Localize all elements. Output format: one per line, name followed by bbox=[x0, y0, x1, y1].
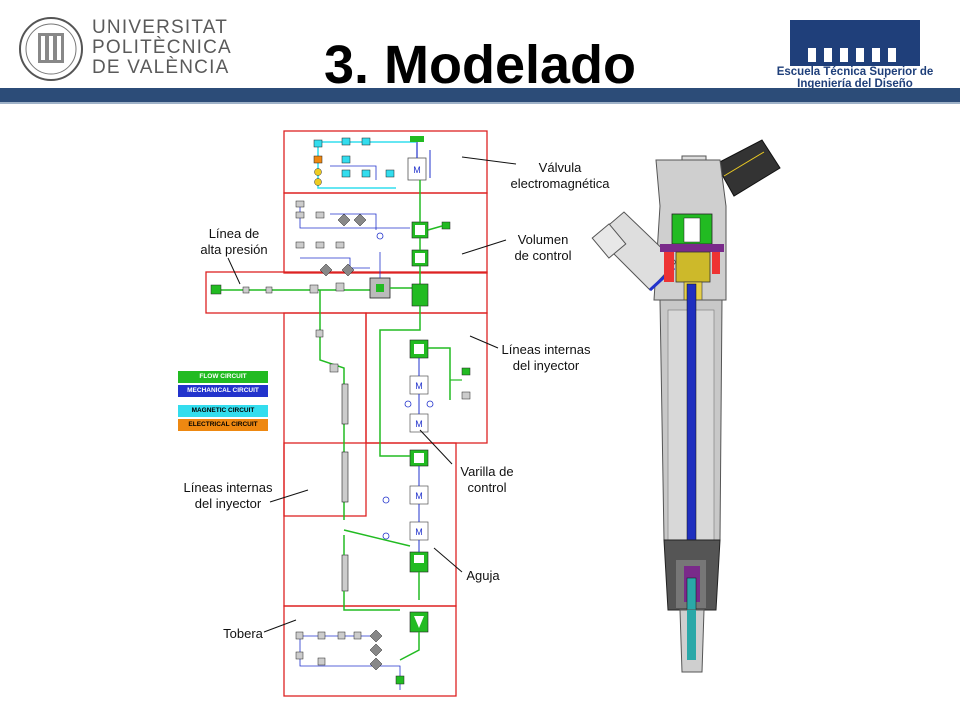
callout-tobera: Tobera bbox=[223, 626, 263, 641]
callout-volumen-line-1: Volumen bbox=[517, 232, 569, 247]
injector-cross-section bbox=[591, 139, 781, 673]
callout-varilla-line-1: Varilla de bbox=[460, 464, 514, 479]
legend-mechanical-circuit: MECHANICAL CIRCUIT bbox=[178, 385, 268, 397]
callout-lineas-internas-right-line-1: Líneas internas bbox=[501, 342, 591, 357]
svg-text:M: M bbox=[415, 381, 423, 391]
legend-flow-circuit: FLOW CIRCUIT bbox=[178, 371, 268, 383]
callout-aguja: Aguja bbox=[466, 568, 500, 583]
callout-varilla-line-2: control bbox=[467, 480, 507, 495]
legend-magnetic-label: MAGNETIC CIRCUIT bbox=[191, 407, 255, 414]
aguja-circuit: M M bbox=[343, 440, 429, 600]
legend-electrical-label: ELECTRICAL CIRCUIT bbox=[188, 421, 258, 428]
valvula-circuit: M bbox=[313, 136, 431, 189]
callout-lineas-internas-left-line-1: Líneas internas bbox=[183, 480, 273, 495]
callout-valvula: Válvula electromagnética bbox=[505, 160, 615, 192]
section-lineas-internas-left bbox=[283, 312, 367, 517]
section-aguja bbox=[283, 442, 457, 607]
callout-lineas-internas-left-line-2: del inyector bbox=[194, 496, 262, 511]
lineas-internas-left-circuit bbox=[315, 290, 400, 611]
svg-text:M: M bbox=[415, 419, 423, 429]
header-underline bbox=[0, 102, 960, 104]
callout-lineas-internas-left: Líneas internas del inyector bbox=[176, 480, 280, 512]
callout-varilla: Varilla de control bbox=[448, 464, 526, 496]
page-title: 3. Modelado bbox=[323, 35, 637, 95]
upv-name-line-2: POLITÈCNICA bbox=[92, 37, 232, 58]
linea-alta-circuit bbox=[210, 252, 429, 307]
svg-text:M: M bbox=[415, 491, 423, 501]
etsid-name: Escuela Técnica Superior de Ingeniería d… bbox=[776, 66, 934, 90]
callout-valvula-line-2: electromagnética bbox=[510, 176, 610, 191]
callout-linea-alta: Línea de alta presión bbox=[186, 226, 282, 258]
upv-crest-logo bbox=[19, 17, 83, 81]
section-volumen bbox=[283, 192, 488, 274]
callout-lineas-internas-right-line-2: del inyector bbox=[512, 358, 580, 373]
header-bar bbox=[0, 88, 960, 102]
callout-lineas-internas-right: Líneas internas del inyector bbox=[494, 342, 598, 374]
callout-leaders bbox=[227, 156, 517, 633]
callout-volumen: Volumen de control bbox=[504, 232, 582, 264]
svg-text:M: M bbox=[415, 527, 423, 537]
tobera-circuit bbox=[295, 611, 429, 690]
svg-text:M: M bbox=[413, 165, 421, 175]
section-tobera bbox=[283, 605, 457, 697]
legend-flow-label: FLOW CIRCUIT bbox=[199, 373, 247, 380]
upv-name-line-3: DE VALÈNCIA bbox=[92, 57, 230, 78]
upv-name-line-1: UNIVERSITAT bbox=[92, 17, 229, 38]
legend-electrical-circuit: ELECTRICAL CIRCUIT bbox=[178, 419, 268, 431]
callout-volumen-line-2: de control bbox=[514, 248, 572, 263]
callout-valvula-line-1: Válvula bbox=[538, 160, 582, 175]
legend-mechanical-label: MECHANICAL CIRCUIT bbox=[187, 387, 259, 394]
lineas-internas-right-circuit: M M bbox=[379, 306, 471, 440]
etsid-logo bbox=[790, 20, 920, 66]
callout-linea-alta-line-1: Línea de bbox=[208, 226, 260, 241]
volumen-circuit bbox=[295, 180, 451, 284]
callout-linea-alta-line-2: alta presión bbox=[200, 242, 268, 257]
legend-magnetic-circuit: MAGNETIC CIRCUIT bbox=[178, 405, 268, 417]
